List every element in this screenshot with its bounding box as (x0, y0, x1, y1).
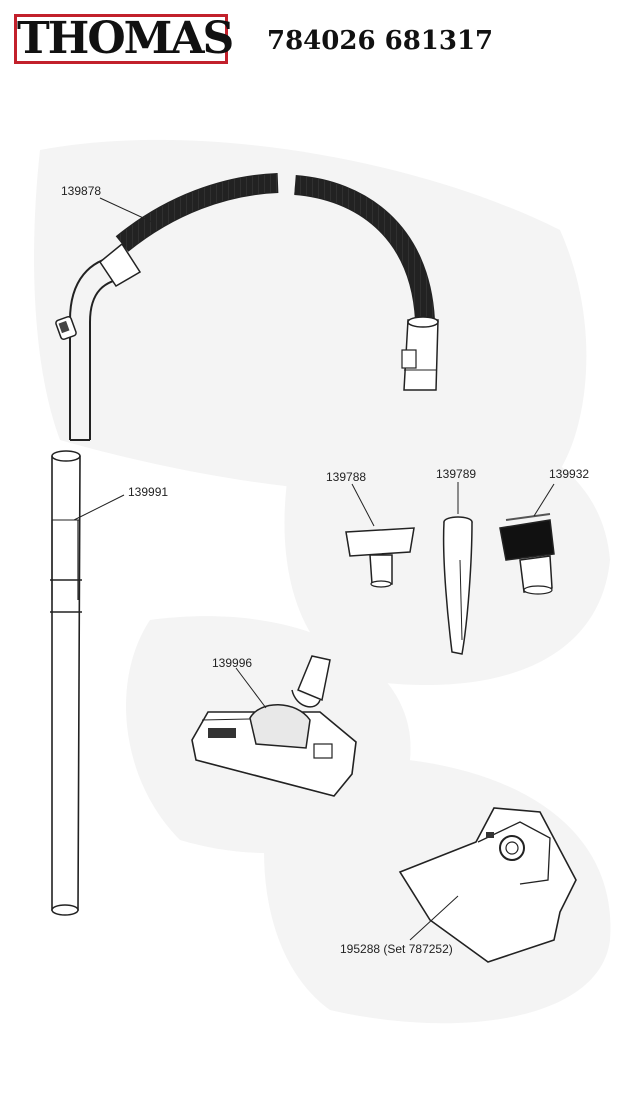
telescopic-tube: 139991 (50, 450, 168, 916)
label-139996: 139996 (212, 656, 252, 670)
upholstery-nozzle: 139788 (326, 470, 415, 588)
logo-text: THOMAS (17, 13, 234, 64)
label-139789: 139789 (436, 467, 476, 481)
label-195288: 195288 (Set 787252) (340, 942, 453, 956)
thomas-logo: THOMAS (14, 13, 234, 64)
dusting-brush: 139932 (499, 467, 589, 595)
label-139788: 139788 (326, 470, 366, 484)
crevice-nozzle: 139789 (436, 467, 476, 655)
dust-bag: 195288 (Set 787252) (340, 807, 577, 963)
hose-assembly: 139878 (55, 173, 439, 441)
label-139932: 139932 (549, 467, 589, 481)
floor-nozzle: 139996 (191, 655, 357, 797)
label-139991: 139991 (128, 485, 168, 499)
part-number-title: 784026 681317 (267, 26, 494, 56)
label-139878: 139878 (61, 184, 101, 198)
